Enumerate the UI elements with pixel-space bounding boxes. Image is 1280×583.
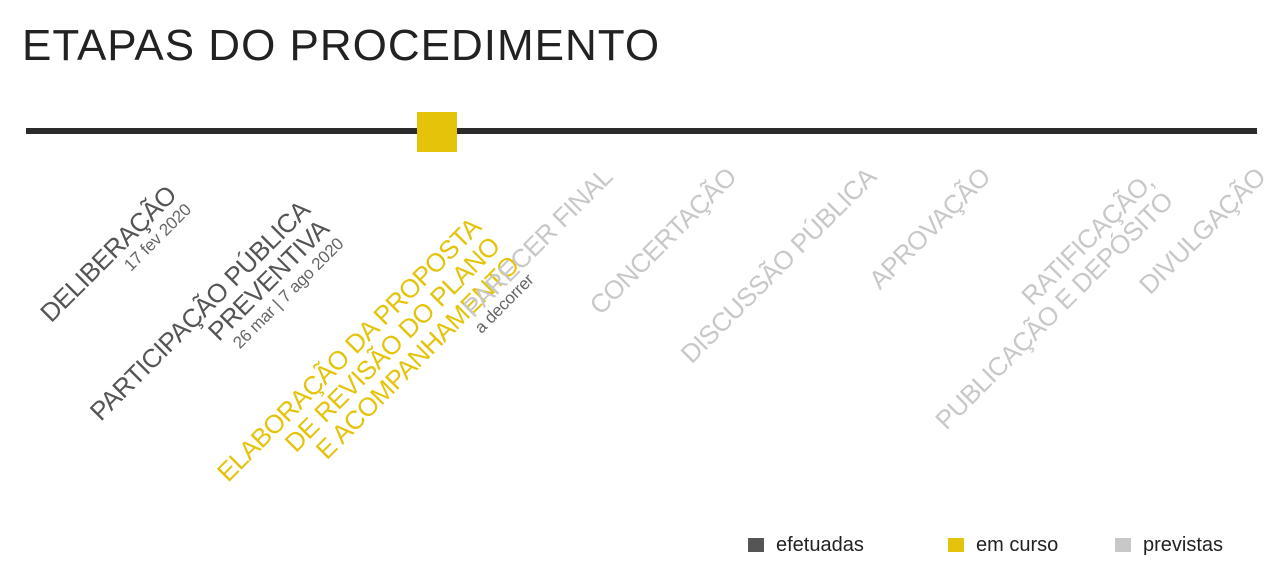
legend-swatch	[748, 538, 764, 552]
stage-7: APROVAÇÃO	[862, 161, 997, 295]
legend-label: previstas	[1143, 534, 1224, 556]
stage-name-line: DELIBERAÇÃO	[34, 179, 183, 328]
stage-name-line: APROVAÇÃO	[862, 161, 997, 295]
legend-label: em curso	[976, 534, 1059, 556]
stage-name-line: PUBLICAÇÃO E DEPÓSITO	[929, 185, 1179, 436]
legend: efetuadas em curso previstas	[748, 533, 1248, 557]
stage-label-block: APROVAÇÃO	[862, 161, 997, 295]
legend-swatch	[948, 538, 964, 552]
current-stage-marker	[417, 112, 457, 152]
legend-swatch	[1115, 538, 1131, 552]
page-title: ETAPAS DO PROCEDIMENTO	[22, 21, 661, 70]
timeline-bar	[26, 128, 1257, 134]
legend-label: efetuadas	[776, 534, 864, 556]
